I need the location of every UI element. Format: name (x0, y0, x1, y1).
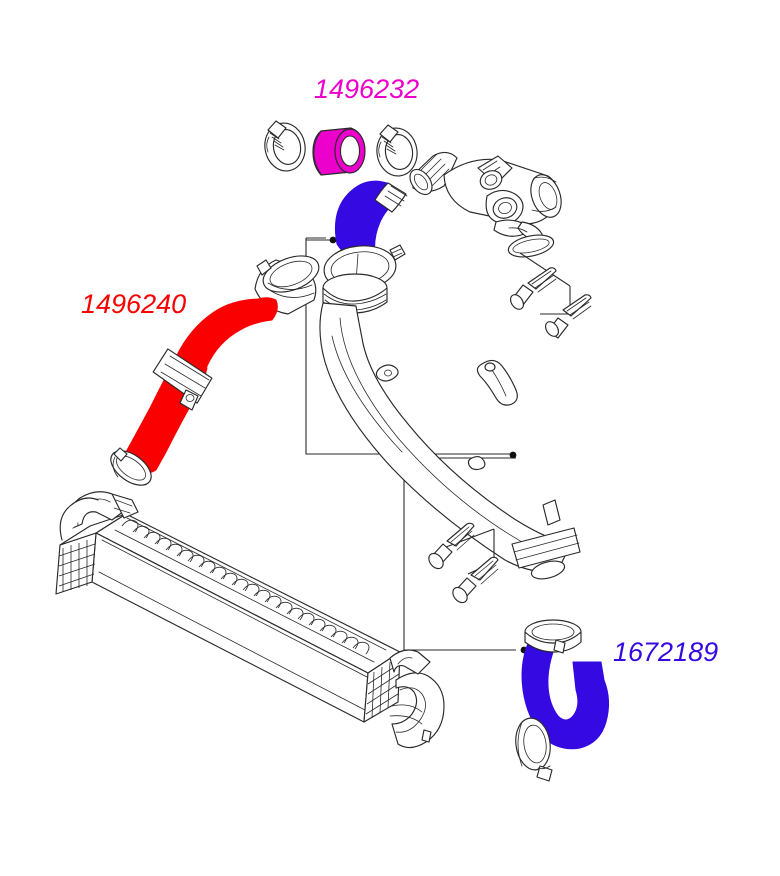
hose-clamp-right-icon (376, 124, 418, 177)
leader-blue-elbow (306, 236, 337, 244)
intercooler-core (55, 491, 445, 749)
pipe-mounting-bolt-lower (452, 529, 499, 604)
pipe-mounting-bolt-upper (428, 522, 495, 570)
leader-charge-pipe (509, 451, 517, 459)
o-ring-seal (507, 234, 555, 258)
mounting-bolt-upper (509, 252, 571, 310)
part-number-label-1496240: 1496240 (81, 289, 187, 319)
mounting-bolt-lower (540, 286, 592, 339)
hose-mid-clamp (152, 348, 213, 411)
part-number-label-1496232: 1496232 (314, 74, 420, 104)
upper-callout-box (305, 237, 514, 455)
hose-clamp-left-icon (264, 120, 306, 172)
intercooler-outlet-hose-red (110, 255, 320, 486)
part-number-label-1672189: 1672189 (613, 637, 719, 667)
charge-air-pipe (319, 273, 581, 580)
throttle-body-assembly (409, 151, 562, 241)
connector-sleeve-magenta (312, 127, 366, 176)
intercooler-inlet-hose-blue (515, 619, 610, 782)
